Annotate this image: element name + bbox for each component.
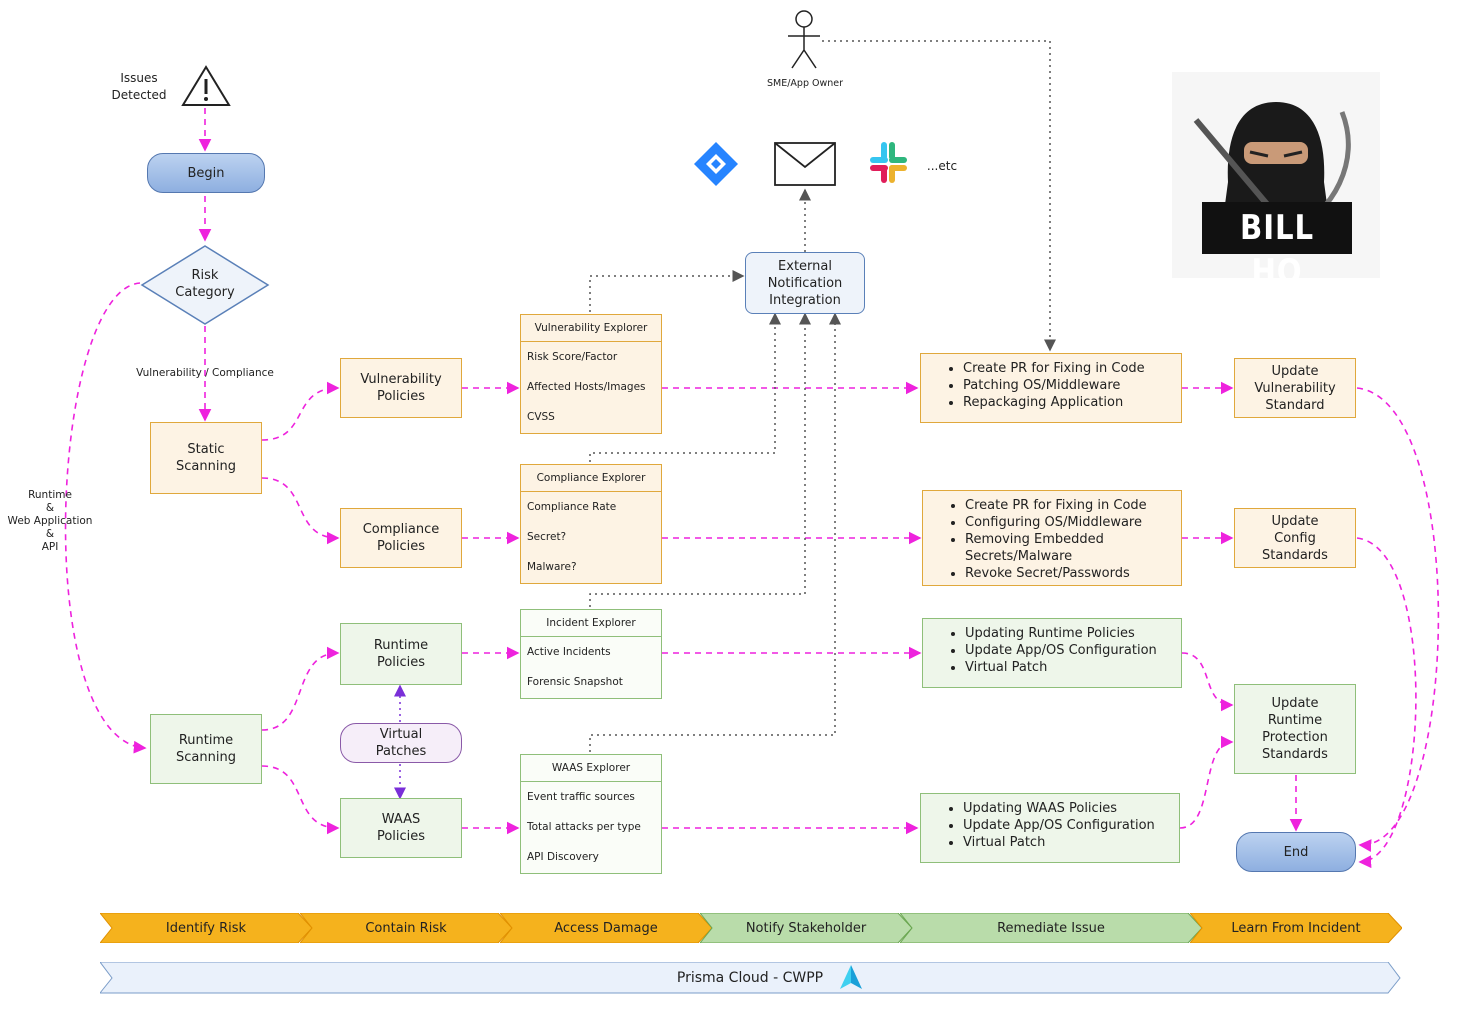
vulnerability-explorer-title: Vulnerability Explorer <box>521 315 661 342</box>
runtime-branch-line: Web Application <box>7 515 93 527</box>
update-config-standards-node[interactable]: Update Config Standards <box>1234 508 1356 568</box>
update-runtime-protection-standards-node[interactable]: Update Runtime Protection Standards <box>1234 684 1356 774</box>
phase-label: Contain Risk <box>365 920 447 936</box>
explorer-row[interactable]: Event traffic sources <box>527 791 635 803</box>
runtime-policies-node[interactable]: Runtime Policies <box>340 623 462 685</box>
remediation-item: Updating WAAS Policies <box>963 800 1171 817</box>
remediation-item: Create PR for Fixing in Code <box>963 360 1173 377</box>
virtual-patches-node[interactable]: Virtual Patches <box>340 723 462 763</box>
prisma-cloud-title: Prisma Cloud - CWPP <box>676 970 824 986</box>
runtime-branch-line: Runtime <box>28 489 72 501</box>
ninja-icon <box>1193 102 1352 254</box>
update-vulnerability-standard-node[interactable]: Update Vulnerability Standard <box>1234 358 1356 418</box>
begin-node[interactable]: Begin <box>147 153 265 193</box>
compliance-remediation-box[interactable]: Create PR for Fixing in Code Configuring… <box>922 490 1182 586</box>
runtime-branch-label: Runtime & Web Application & API <box>6 489 94 554</box>
phase-identify-risk[interactable]: Identify Risk <box>100 913 312 943</box>
remediation-item: Update App/OS Configuration <box>963 817 1171 834</box>
remediation-item: Virtual Patch <box>963 834 1171 851</box>
runtime-remediation-box[interactable]: Updating Runtime Policies Update App/OS … <box>922 618 1182 688</box>
waas-explorer-title: WAAS Explorer <box>521 755 661 782</box>
phase-remediate-issue[interactable]: Remediate Issue <box>900 913 1202 943</box>
remediation-item: Repackaging Application <box>963 394 1173 411</box>
etc-label: ...etc <box>926 159 958 173</box>
phase-label: Identify Risk <box>165 920 247 936</box>
explorer-row[interactable]: Affected Hosts/Images <box>527 381 646 393</box>
sme-app-owner-label: SME/App Owner <box>766 78 844 89</box>
prisma-logo-icon <box>840 965 862 989</box>
phase-notify-stakeholder[interactable]: Notify Stakeholder <box>700 913 912 943</box>
vulnerability-remediation-box[interactable]: Create PR for Fixing in Code Patching OS… <box>920 353 1182 423</box>
end-node[interactable]: End <box>1236 832 1356 872</box>
phase-chevron <box>300 913 512 943</box>
phase-access-damage[interactable]: Access Damage <box>500 913 712 943</box>
stick-figure-icon <box>788 10 820 69</box>
vulnerability-explorer-panel[interactable]: Vulnerability Explorer Risk Score/Factor… <box>520 314 662 434</box>
external-notification-node[interactable]: External Notification Integration <box>745 252 865 314</box>
explorer-row[interactable]: Risk Score/Factor <box>527 351 618 363</box>
banner-chevron <box>100 962 1401 994</box>
vulnerability-policies-node[interactable]: Vulnerability Policies <box>340 358 462 418</box>
phase-chevron <box>900 913 1202 943</box>
compliance-explorer-title: Compliance Explorer <box>521 465 661 492</box>
remediation-item: Configuring OS/Middleware <box>965 514 1173 531</box>
waas-remediation-box[interactable]: Updating WAAS Policies Update App/OS Con… <box>920 793 1180 863</box>
slack-icon[interactable] <box>864 140 912 186</box>
phase-label: Access Damage <box>554 920 658 936</box>
logo-text: BILL HO <box>1240 208 1314 292</box>
remediation-item: Revoke Secret/Passwords <box>965 565 1173 582</box>
email-icon[interactable] <box>773 141 837 187</box>
explorer-row[interactable]: Secret? <box>527 531 567 543</box>
remediation-item: Virtual Patch <box>965 659 1173 676</box>
bill-ho-logo: BILL HO <box>1172 72 1380 292</box>
issues-detected-label: Issues Detected <box>111 71 167 102</box>
runtime-branch-line: API <box>41 541 59 553</box>
explorer-row[interactable]: API Discovery <box>527 851 599 863</box>
remediation-item: Removing Embedded Secrets/Malware <box>965 531 1173 565</box>
runtime-scanning-node[interactable]: Runtime Scanning <box>150 714 262 784</box>
explorer-row[interactable]: Malware? <box>527 561 577 573</box>
static-scanning-node[interactable]: Static Scanning <box>150 422 262 494</box>
phase-label: Notify Stakeholder <box>745 920 867 936</box>
warning-icon <box>181 65 231 106</box>
remediation-item: Updating Runtime Policies <box>965 625 1173 642</box>
remediation-item: Create PR for Fixing in Code <box>965 497 1173 514</box>
phase-chevron <box>700 913 912 943</box>
incident-explorer-panel[interactable]: Incident Explorer Active Incidents Foren… <box>520 609 662 699</box>
runtime-branch-line: & <box>45 502 55 514</box>
phase-label: Learn From Incident <box>1231 920 1361 936</box>
phase-label: Remediate Issue <box>997 920 1105 936</box>
phase-chevron <box>1190 913 1402 943</box>
explorer-row[interactable]: Forensic Snapshot <box>527 676 623 688</box>
remediation-item: Patching OS/Middleware <box>963 377 1173 394</box>
compliance-explorer-panel[interactable]: Compliance Explorer Compliance Rate Secr… <box>520 464 662 584</box>
risk-category-label: Risk Category <box>175 268 235 300</box>
remediation-item: Update App/OS Configuration <box>965 642 1173 659</box>
vulnerability-compliance-label: Vulnerability / Compliance <box>136 367 274 379</box>
explorer-row[interactable]: Total attacks per type <box>527 821 641 833</box>
explorer-row[interactable]: CVSS <box>527 411 555 423</box>
waas-policies-node[interactable]: WAAS Policies <box>340 798 462 858</box>
phase-contain-risk[interactable]: Contain Risk <box>300 913 512 943</box>
explorer-row[interactable]: Compliance Rate <box>527 501 617 513</box>
explorer-row[interactable]: Active Incidents <box>527 646 611 658</box>
incident-explorer-title: Incident Explorer <box>521 610 661 637</box>
phase-learn-from-incident[interactable]: Learn From Incident <box>1190 913 1402 943</box>
prisma-cloud-banner: Prisma Cloud - CWPP <box>100 962 1402 994</box>
waas-explorer-panel[interactable]: WAAS Explorer Event traffic sources Tota… <box>520 754 662 874</box>
risk-category-diamond <box>140 245 270 325</box>
runtime-branch-line: & <box>45 528 55 540</box>
jira-icon[interactable] <box>690 140 742 188</box>
phase-chevron <box>500 913 712 943</box>
phase-chevron <box>100 913 312 943</box>
compliance-policies-node[interactable]: Compliance Policies <box>340 508 462 568</box>
